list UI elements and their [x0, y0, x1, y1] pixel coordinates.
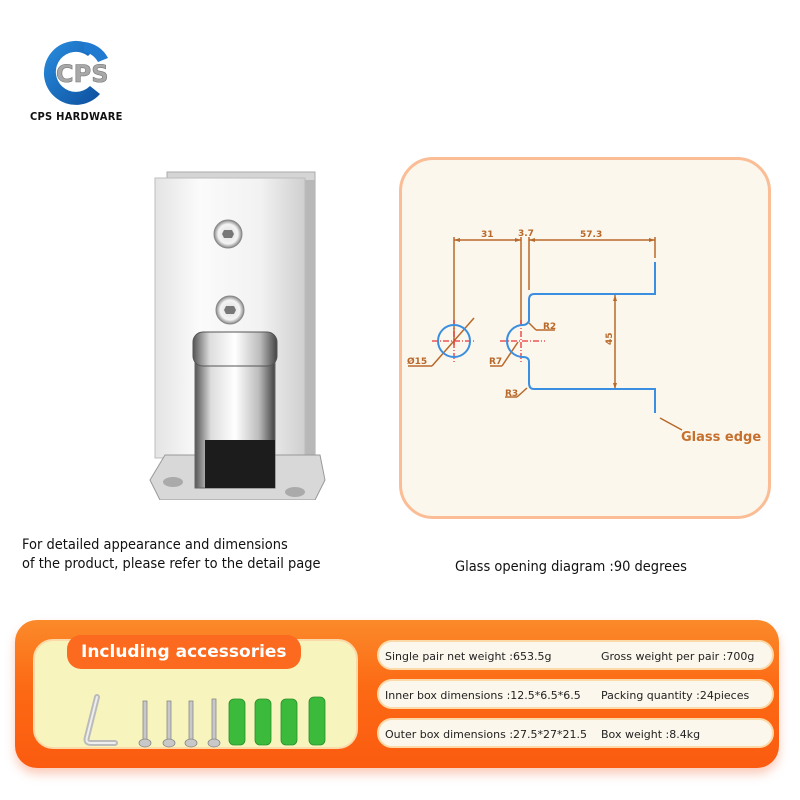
dim-r2: R2: [543, 322, 556, 332]
dim-31: 31: [481, 230, 494, 240]
product-caption: For detailed appearance and dimensions o…: [22, 536, 320, 574]
dimension-lines: [408, 237, 683, 431]
spec-row: Single pair net weight :653.5g Gross wei…: [377, 640, 774, 670]
dim-3-7: 3.7: [518, 229, 534, 239]
glass-opening-diagram: 31 3.7 57.3 45 Ø15 R2 R7 R3 Glass edge: [399, 157, 771, 519]
specs-panel: Including accessories Single pair net we…: [15, 620, 779, 768]
spec-net-weight: Single pair net weight :653.5g: [385, 650, 552, 663]
screw-icon: [138, 698, 221, 748]
glass-outline: [437, 262, 656, 413]
spec-row: Outer box dimensions :27.5*27*21.5 Box w…: [377, 718, 774, 748]
logo-letters: CPS: [56, 60, 109, 88]
spec-box-weight: Box weight :8.4kg: [601, 728, 701, 741]
spec-packing-quantity: Packing quantity :24pieces: [601, 689, 750, 702]
accessories-images: [83, 694, 326, 748]
spec-row: Inner box dimensions :12.5*6.5*6.5 Packi…: [377, 679, 774, 709]
dimension-arrows: [454, 238, 655, 389]
accessories-title: Including accessories: [67, 635, 301, 669]
product-caption-line1: For detailed appearance and dimensions: [22, 537, 288, 553]
spec-outer-box: Outer box dimensions :27.5*27*21.5: [385, 728, 588, 741]
centerlines: [432, 320, 545, 362]
product-caption-line2: of the product, please refer to the deta…: [22, 556, 321, 572]
dim-hole-diameter: Ø15: [407, 356, 427, 367]
brand-logo: CPS CPS HARDWARE: [30, 36, 130, 123]
brand-name: CPS HARDWARE: [30, 110, 123, 123]
dim-57-3: 57.3: [580, 230, 602, 240]
wall-plug-icon: [228, 696, 326, 746]
diagram-drawing: 31 3.7 57.3 45 Ø15 R2 R7 R3 Glass edge: [407, 229, 761, 445]
product-image: [145, 170, 335, 501]
spec-inner-box: Inner box dimensions :12.5*6.5*6.5: [385, 689, 581, 702]
dim-r3: R3: [505, 389, 518, 399]
diagram-caption: Glass opening diagram :90 degrees: [455, 559, 687, 575]
cps-logo-icon: CPS: [43, 40, 109, 105]
dim-45: 45: [605, 332, 615, 345]
spec-gross-weight: Gross weight per pair :700g: [601, 650, 755, 663]
dim-r7: R7: [489, 357, 502, 367]
glass-edge-label: Glass edge: [681, 430, 761, 445]
allen-key-icon: [83, 694, 118, 746]
